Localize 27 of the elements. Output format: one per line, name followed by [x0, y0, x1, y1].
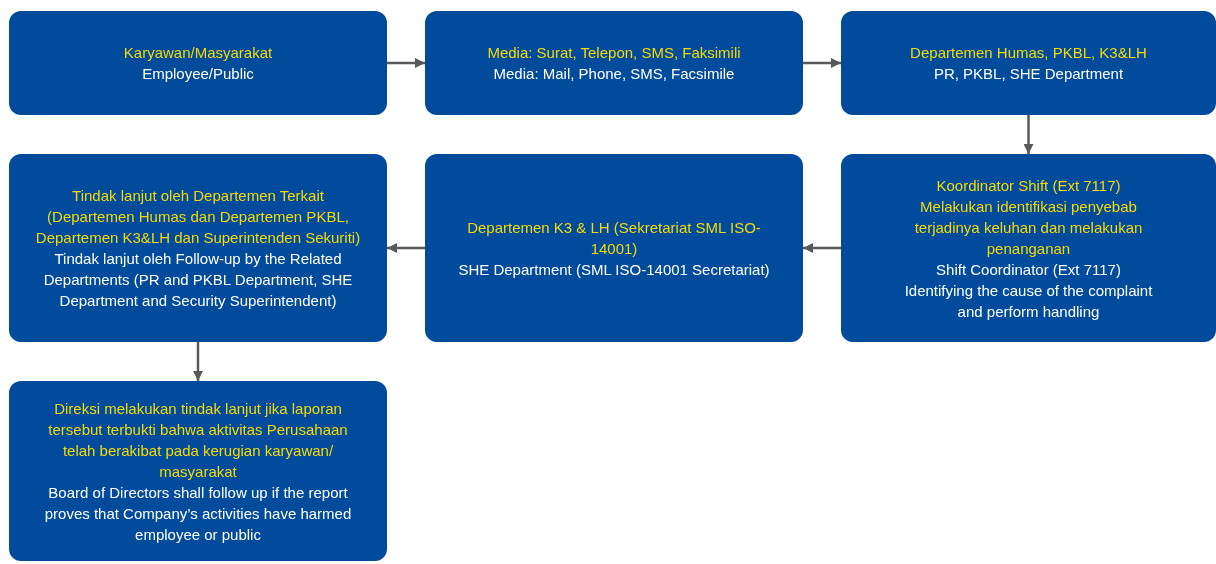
arrow	[803, 243, 841, 253]
indonesian-text: Koordinator Shift (Ext 7117) Melakukan identifikasi penyebab terjadinya keluhan dan melakukan penanganan	[913, 175, 1144, 259]
arrow	[803, 58, 841, 68]
indonesian-text: Media: Surat, Telepon, SMS, Faksimili	[487, 43, 741, 63]
english-text: Employee/Public	[142, 64, 254, 84]
indonesian-text: Departemen Humas, PKBL, K3&LH	[910, 43, 1147, 63]
arrow	[1023, 115, 1034, 154]
english-text: Tindak lanjut oleh Follow-up by the Related Departments (PR and PKBL Department, SHE Department and Security Superintendent)	[42, 249, 354, 311]
process-box	[9, 381, 387, 561]
arrow	[387, 243, 425, 253]
english-text: Shift Coordinator (Ext 7117) Identifying the cause of the complaint and perform handling	[903, 259, 1154, 322]
arrow	[193, 342, 203, 381]
process-box	[425, 11, 803, 115]
english-text: PR, PKBL, SHE Department	[933, 64, 1124, 84]
indonesian-text: Tindak lanjut oleh Departemen Terkait (Departemen Humas dan Departemen PKBL, Departemen K3&LH dan Superintenden Sekuriti)	[34, 186, 362, 248]
english-text: SHE Department (SML ISO-14001 Secretariat)	[458, 259, 770, 280]
process-box	[9, 11, 387, 115]
english-text: Media: Mail, Phone, SMS, Facsimile	[493, 64, 735, 84]
process-box	[841, 11, 1216, 115]
indonesian-text: Karyawan/Masyarakat	[123, 43, 273, 63]
indonesian-text: Direksi melakukan tindak lanjut jika laporan tersebut terbukti bahwa aktivitas Perusahaan telah berakibat pada kerugian karyawan/ masyarakat	[47, 398, 349, 482]
arrow	[387, 58, 425, 68]
indonesian-text: Departemen K3 & LH (Sekretariat SML ISO-14001)	[466, 217, 762, 259]
process-box	[9, 154, 387, 342]
english-text: Board of Directors shall follow up if the report proves that Company’s activities have harmed employee or public	[43, 482, 353, 545]
process-box	[841, 154, 1216, 342]
process-box	[425, 154, 803, 342]
